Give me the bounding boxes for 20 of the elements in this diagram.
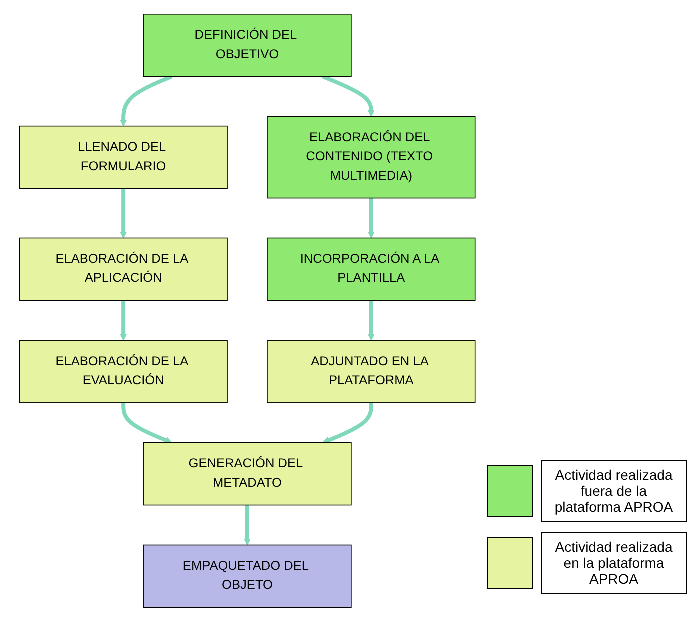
node-box: ELABORACIÓN DEL CONTENIDO (TEXTO MULTIMEDIA) <box>267 116 476 199</box>
arrow <box>120 188 128 239</box>
arrow <box>120 74 173 127</box>
node-box: ELABORACIÓN DE LA EVALUACIÓN <box>19 340 228 404</box>
node-box: ELABORACIÓN DE LA APLICACIÓN <box>19 238 228 301</box>
arrow <box>122 402 172 444</box>
legend-text: Actividad realizada en la plataforma APROA <box>541 532 687 594</box>
legend-text: Actividad realizada fuera de la plataforma APROA <box>541 460 687 522</box>
arrow <box>322 74 375 118</box>
node-box: LLENADO DEL FORMULARIO <box>19 126 228 190</box>
arrow <box>244 505 252 546</box>
arrow <box>368 198 375 239</box>
arrow <box>120 300 128 341</box>
arrow <box>368 300 375 341</box>
node-box: EMPAQUETADO DEL OBJETO <box>143 544 352 608</box>
node-box: DEFINICIÓN DEL OBJETIVO <box>143 14 352 78</box>
node-box: INCORPORACIÓN A LA PLANTILLA <box>267 238 476 301</box>
node-box: GENERACIÓN DEL METADATO <box>143 442 352 506</box>
arrow <box>322 402 374 444</box>
node-box: ADJUNTADO EN LA PLATAFORMA <box>267 340 476 404</box>
